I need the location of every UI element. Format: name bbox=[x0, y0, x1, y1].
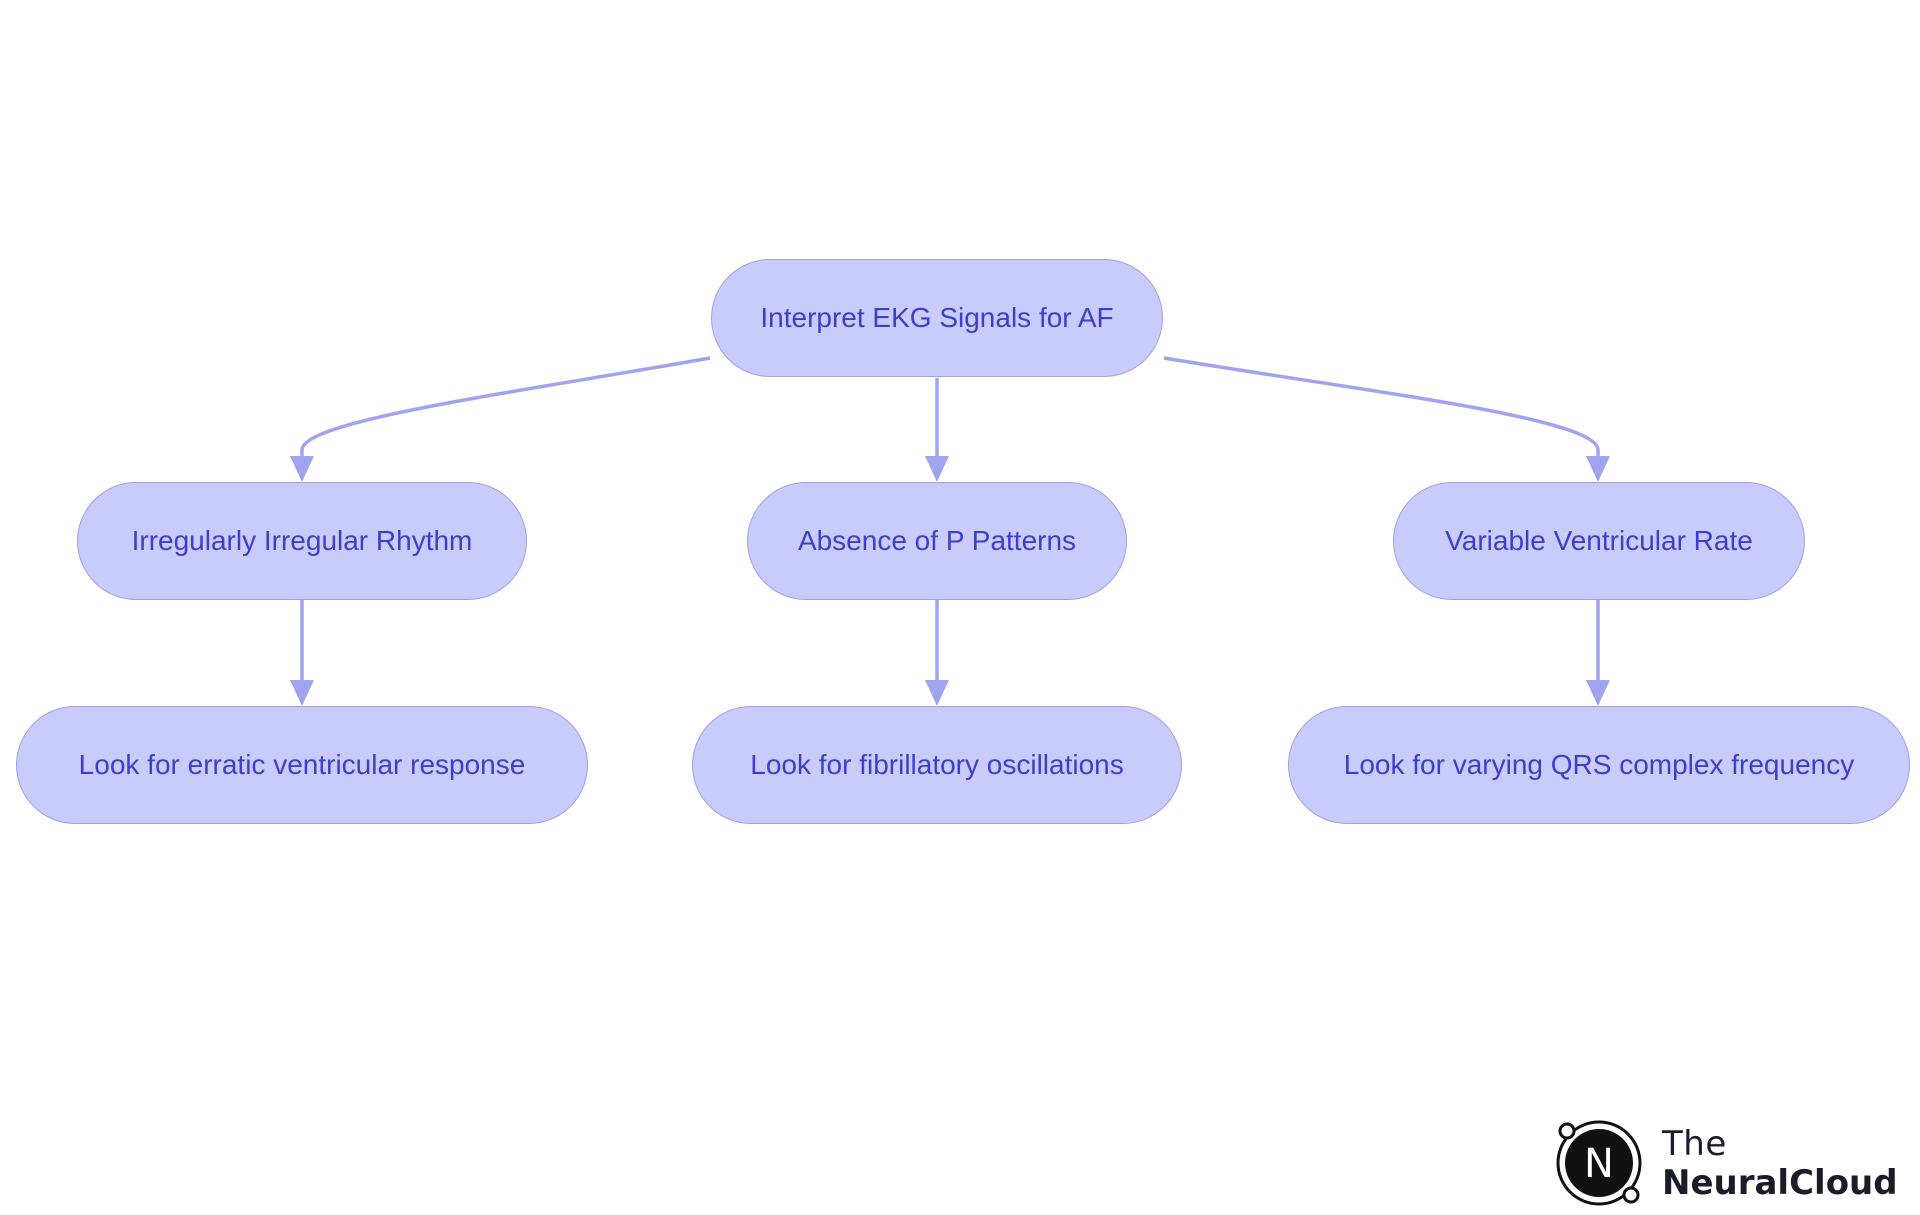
branch-node-label: Absence of P Patterns bbox=[797, 525, 1077, 556]
child-node-erratic-response: Look for erratic ventricular response bbox=[16, 706, 588, 824]
neuralcloud-logo: N The NeuralCloud bbox=[1555, 1115, 1898, 1210]
edge-root-to-branch-1 bbox=[300, 356, 711, 456]
child-node-fibrillatory-oscillations: Look for fibrillatory oscillations bbox=[692, 706, 1182, 824]
edge-root-to-branch-3 bbox=[1163, 356, 1600, 456]
arrowhead-branch-3 bbox=[1586, 456, 1610, 482]
root-node: Interpret EKG Signals for AF bbox=[711, 259, 1163, 377]
neuralcloud-logo-icon: N bbox=[1556, 1120, 1642, 1206]
arrowhead-branch-2 bbox=[925, 456, 949, 482]
branch-node-absence-p-patterns: Absence of P Patterns bbox=[747, 482, 1127, 600]
arrowhead-child-1 bbox=[290, 680, 314, 706]
branch-node-label: Irregularly Irregular Rhythm bbox=[131, 525, 473, 556]
branch-node-variable-rate: Variable Ventricular Rate bbox=[1393, 482, 1805, 600]
child-node-label: Look for fibrillatory oscillations bbox=[750, 749, 1124, 780]
child-node-label: Look for varying QRS complex frequency bbox=[1343, 749, 1855, 780]
child-node-qrs-frequency: Look for varying QRS complex frequency bbox=[1288, 706, 1910, 824]
arrowhead-child-3 bbox=[1586, 680, 1610, 706]
child-node-label: Look for erratic ventricular response bbox=[78, 749, 526, 780]
logo-mark-letter: N bbox=[1584, 1141, 1614, 1187]
arrowhead-branch-1 bbox=[290, 456, 314, 482]
logo-text-the: The bbox=[1662, 1124, 1727, 1164]
logo-text-neuralcloud: NeuralCloud bbox=[1662, 1163, 1898, 1203]
branch-node-label: Variable Ventricular Rate bbox=[1445, 525, 1753, 556]
root-node-label: Interpret EKG Signals for AF bbox=[760, 302, 1114, 333]
branch-node-irregular-rhythm: Irregularly Irregular Rhythm bbox=[77, 482, 527, 600]
arrowhead-child-2 bbox=[925, 680, 949, 706]
